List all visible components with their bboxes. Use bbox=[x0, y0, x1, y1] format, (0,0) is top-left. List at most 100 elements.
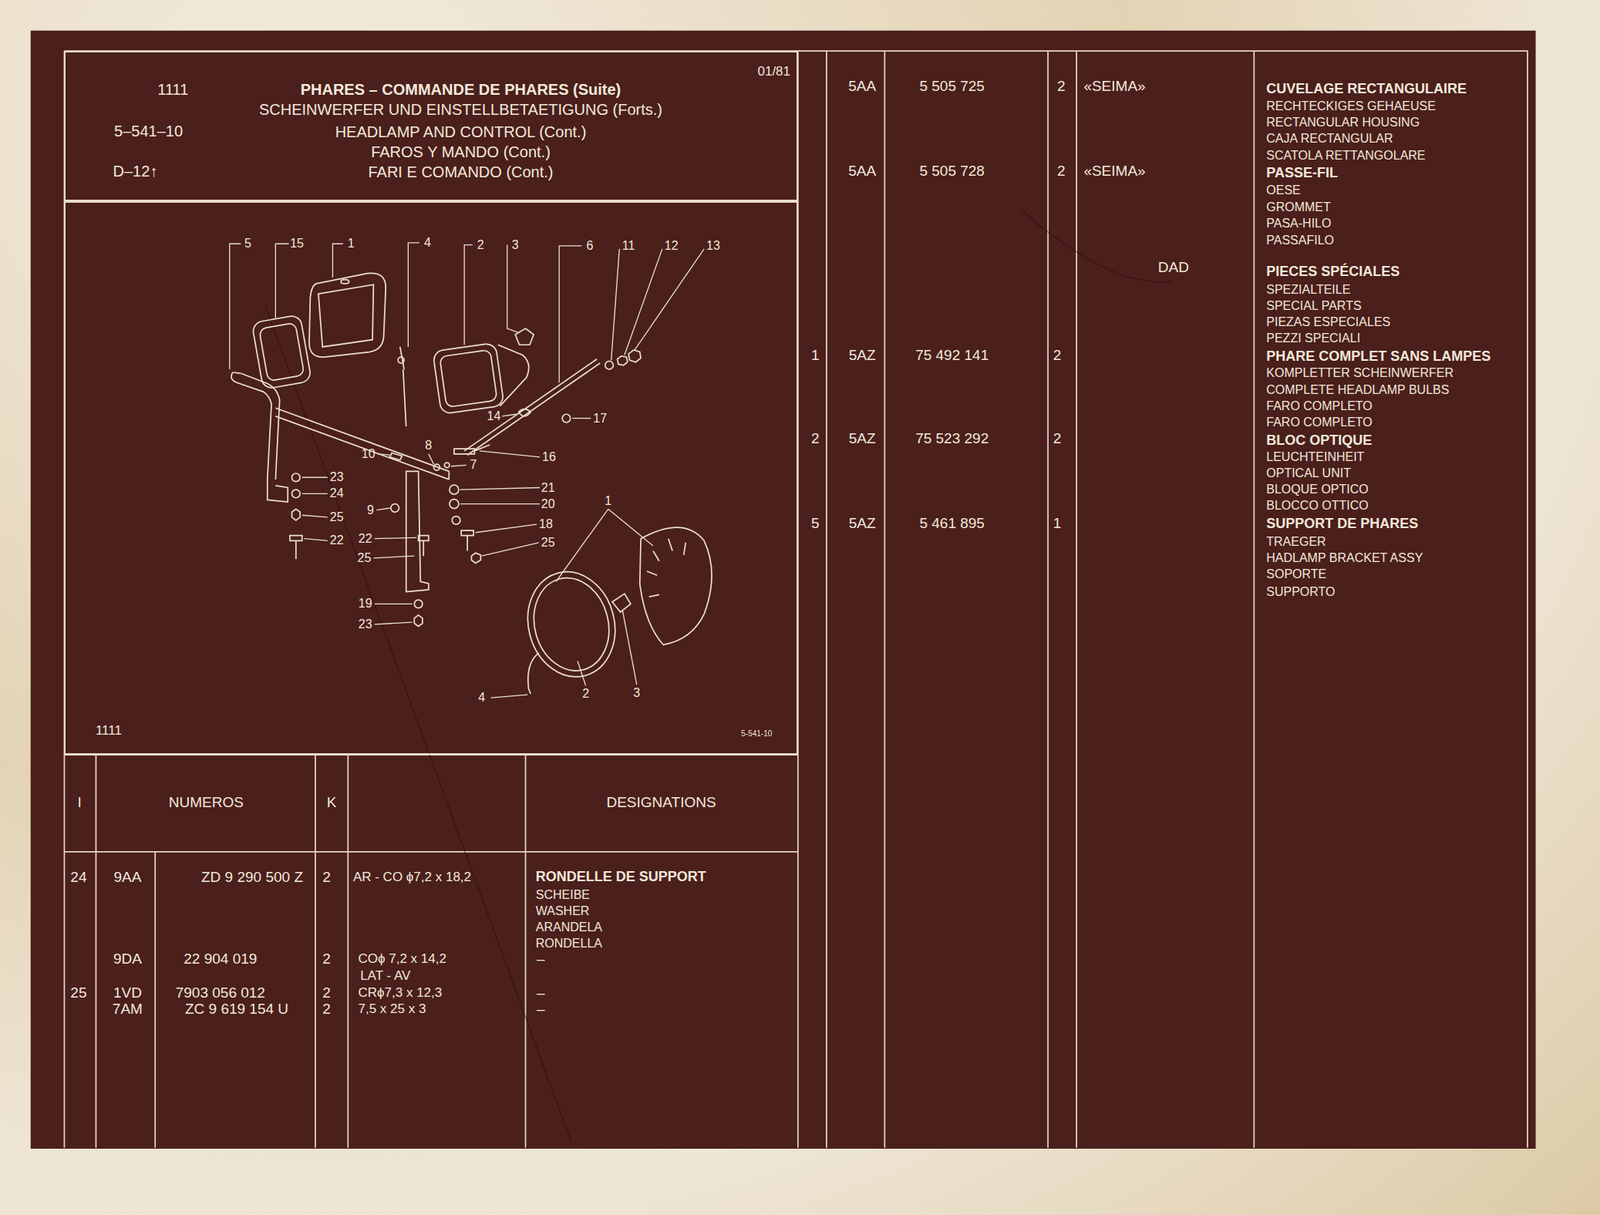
table-cell: RECHTECKIGES GEHAEUSE bbox=[1266, 99, 1436, 114]
callout-number: 7 bbox=[470, 458, 478, 473]
table-cell: PASSAFILO bbox=[1266, 234, 1334, 249]
table-cell: 5 461 895 bbox=[919, 515, 985, 532]
table-cell: PASSE-FIL bbox=[1266, 165, 1338, 182]
table-cell: PIEZAS ESPECIALES bbox=[1266, 315, 1391, 330]
header-text: HEADLAMP AND CONTROL (Cont.) bbox=[335, 123, 587, 141]
header-text: FARI E COMANDO (Cont.) bbox=[367, 163, 553, 181]
table-cell: BLOC OPTIQUE bbox=[1266, 433, 1372, 449]
table-cell: RONDELLA bbox=[535, 936, 603, 951]
header-text: 1111 bbox=[157, 80, 189, 98]
table-cell: 2 bbox=[322, 984, 331, 1001]
table-cell: 9DA bbox=[113, 950, 142, 967]
table-cell: FARO COMPLETO bbox=[1266, 399, 1373, 414]
table-cell: 75 523 292 bbox=[915, 431, 989, 448]
table-grid bbox=[64, 50, 1528, 1149]
table-cell: 75 492 141 bbox=[915, 346, 989, 364]
table-cell: CRϕ7,3 x 12,3 bbox=[357, 985, 442, 1001]
header-box: 11115–541–10D–12↑01/81PHARES – COMMANDE … bbox=[64, 50, 798, 202]
table-cell: PASA-HILO bbox=[1266, 216, 1331, 231]
table-cell: SCATOLA RETTANGOLARE bbox=[1266, 149, 1425, 164]
plate-reference: 5-541-10 bbox=[741, 728, 772, 738]
callout-number: 21 bbox=[541, 481, 556, 496]
callout-number: 11 bbox=[622, 239, 636, 253]
film-panel bbox=[30, 30, 1536, 1149]
table-cell: 5 505 725 bbox=[919, 78, 985, 95]
callout-number: 1 bbox=[604, 494, 612, 509]
callout-number: 13 bbox=[706, 239, 721, 253]
column-heading: DESIGNATIONS bbox=[606, 794, 716, 812]
callout-number: 2 bbox=[477, 238, 485, 253]
plate-reference: 1111 bbox=[95, 724, 122, 739]
callout-number: 23 bbox=[358, 617, 373, 632]
callout-number: 22 bbox=[358, 532, 373, 546]
table-cell: PHARE COMPLET SANS LAMPES bbox=[1266, 349, 1491, 365]
table-cell: DAD bbox=[1158, 259, 1190, 276]
table-cell: ARANDELA bbox=[535, 920, 603, 935]
callout-number: 10 bbox=[361, 447, 376, 462]
table-cell: 2 bbox=[322, 950, 331, 967]
table-cell: LEUCHTEINHEIT bbox=[1266, 450, 1365, 465]
table-cell: PIECES SPÉCIALES bbox=[1266, 264, 1400, 280]
table-cell: CUVELAGE RECTANGULAIRE bbox=[1266, 82, 1467, 98]
callout-number: 23 bbox=[330, 471, 344, 486]
callout-number: 14 bbox=[487, 409, 502, 424]
table-cell: LAT - AV bbox=[360, 969, 411, 984]
table-cell: – bbox=[536, 1000, 546, 1018]
table-cell: OESE bbox=[1266, 184, 1301, 199]
column-heading: NUMEROS bbox=[168, 794, 244, 812]
table-cell: ZD 9 290 500 Z bbox=[201, 869, 304, 886]
table-cell: SUPPORT DE PHARES bbox=[1266, 516, 1419, 533]
table-cell: KOMPLETTER SCHEINWERFER bbox=[1266, 367, 1454, 381]
table-cell: 9AA bbox=[113, 869, 142, 886]
table-cell: COϕ 7,2 x 14,2 bbox=[357, 952, 446, 967]
callout-number: 22 bbox=[330, 534, 344, 549]
table-cell: HADLAMP BRACKET ASSY bbox=[1266, 551, 1423, 566]
column-heading: I bbox=[77, 794, 82, 812]
header-text: 01/81 bbox=[757, 64, 791, 80]
callout-number: 19 bbox=[358, 597, 373, 612]
header-text: FAROS Y MANDO (Cont.) bbox=[370, 143, 551, 161]
table-cell: BLOCCO OTTICO bbox=[1266, 499, 1368, 514]
callout-number: 17 bbox=[592, 411, 607, 426]
table-cell: ZC 9 619 154 U bbox=[185, 1000, 289, 1018]
table-cell: 2 bbox=[1053, 431, 1062, 448]
table-cell: 25 bbox=[70, 984, 87, 1001]
table-cell: 5AZ bbox=[848, 346, 876, 364]
callout-number: 1 bbox=[347, 236, 355, 251]
callout-number: 9 bbox=[367, 503, 374, 518]
header-text: D–12↑ bbox=[112, 162, 158, 180]
table-cell: – bbox=[536, 950, 546, 967]
table-cell: 22 904 019 bbox=[183, 950, 257, 967]
callout-number: 25 bbox=[330, 510, 344, 525]
callout-number: 16 bbox=[542, 450, 556, 465]
table-cell: «SEIMA» bbox=[1083, 78, 1146, 95]
table-cell: 2 bbox=[322, 869, 331, 886]
table-cell: TRAEGER bbox=[1266, 535, 1326, 550]
callout-number: 3 bbox=[633, 686, 640, 701]
table-cell: OPTICAL UNIT bbox=[1266, 466, 1351, 481]
table-cell: CAJA RECTANGULAR bbox=[1266, 131, 1393, 146]
table-cell: 2 bbox=[1057, 78, 1066, 95]
header-text: PHARES – COMMANDE DE PHARES (Suite) bbox=[300, 80, 622, 98]
leader-lines bbox=[229, 242, 704, 698]
callout-number: 18 bbox=[538, 517, 553, 532]
table-cell: «SEIMA» bbox=[1083, 163, 1146, 180]
table-cell: 1 bbox=[1053, 515, 1062, 532]
callout-number: 4 bbox=[478, 690, 486, 705]
table-cell: BLOQUE OPTICO bbox=[1266, 482, 1368, 497]
table-cell: PEZZI SPECIALI bbox=[1266, 332, 1361, 347]
table-cell: SOPORTE bbox=[1266, 567, 1327, 582]
table-cell: AR - CO ϕ7,2 x 18,2 bbox=[353, 870, 472, 886]
table-cell: SUPPORTO bbox=[1266, 585, 1335, 600]
callout-number: 15 bbox=[289, 236, 304, 251]
callout-number: 24 bbox=[330, 487, 344, 502]
table-cell: 5AZ bbox=[848, 431, 876, 448]
table-cell: RECTANGULAR HOUSING bbox=[1266, 115, 1420, 130]
table-cell: SCHEIBE bbox=[535, 888, 590, 903]
table-cell: 1VD bbox=[113, 984, 142, 1001]
table-cell: COMPLETE HEADLAMP BULBS bbox=[1266, 383, 1449, 398]
table-cell: 7,5 x 25 x 3 bbox=[357, 1001, 426, 1017]
headlamp-illustration bbox=[231, 272, 712, 694]
table-cell: WASHER bbox=[535, 904, 590, 919]
